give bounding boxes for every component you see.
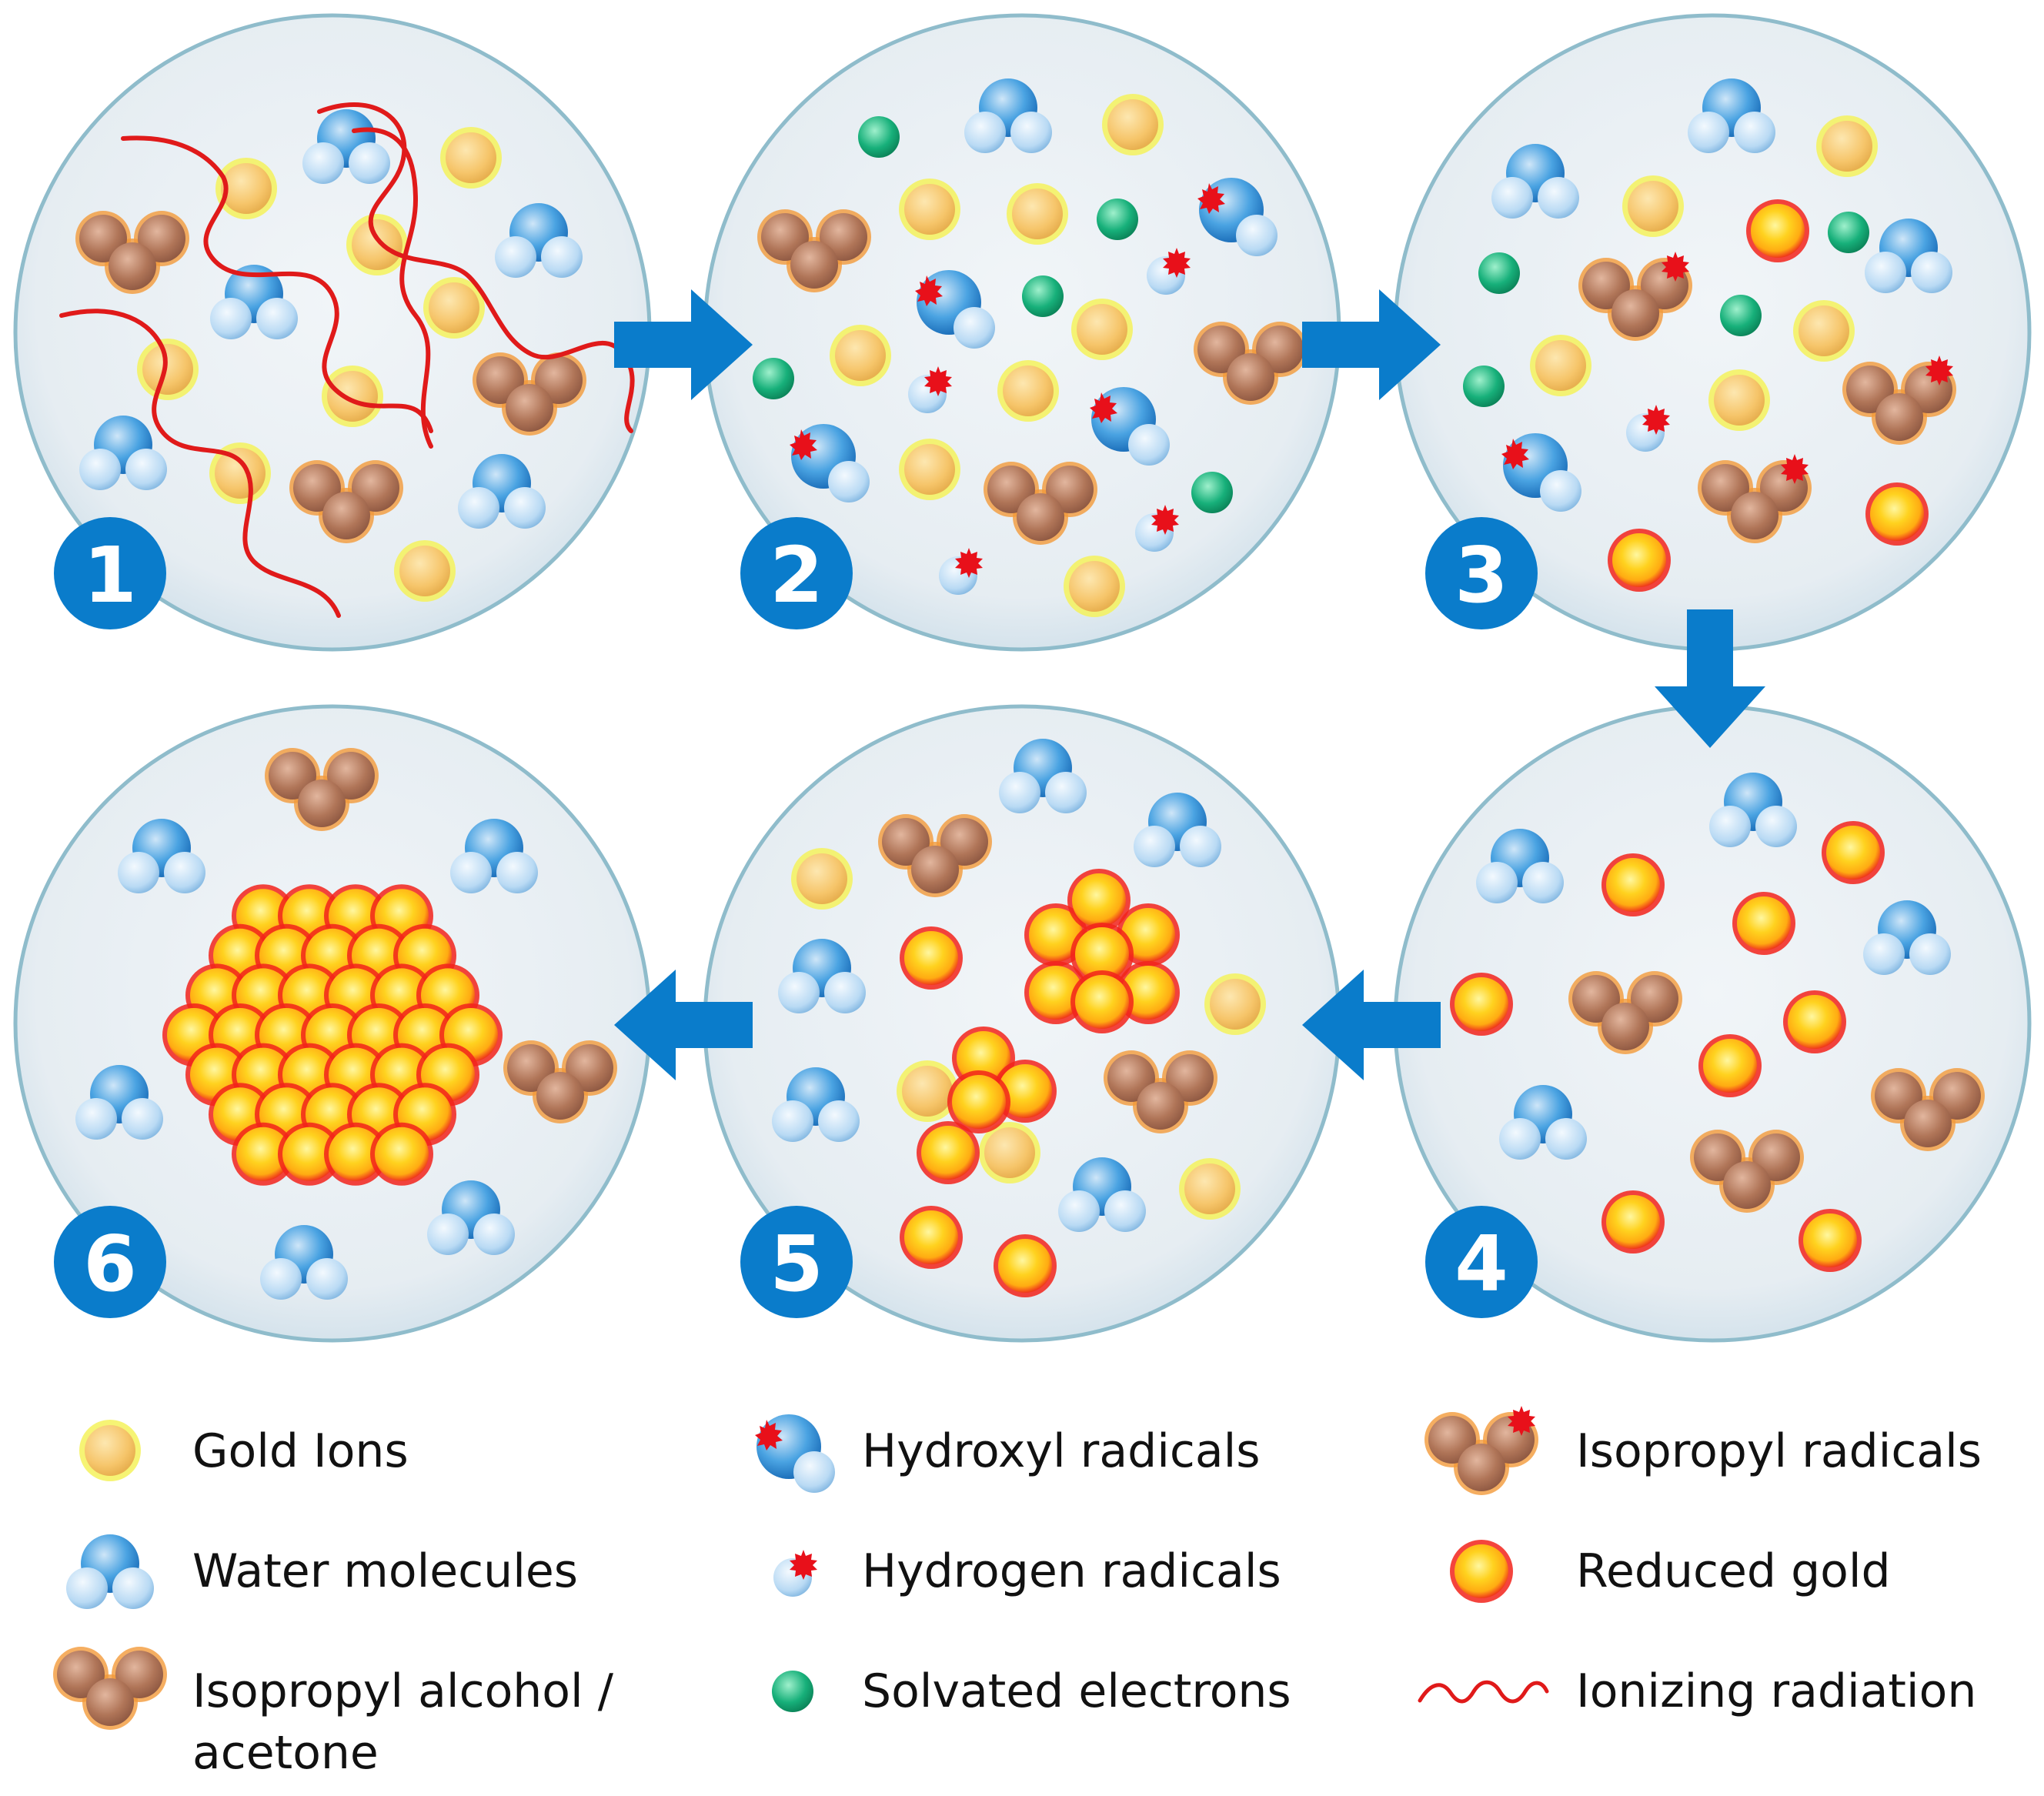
cluster-gold-atom (370, 1122, 433, 1186)
step-number-4: 4 (1455, 1219, 1508, 1309)
legend-label: Gold Ions (192, 1424, 409, 1478)
gold-ion-icon (79, 1420, 141, 1481)
isopropyl-alcohol-icon (53, 1647, 167, 1730)
legend-label: Isopropyl radicals (1576, 1424, 1982, 1478)
legend-hydrogen-radicals: Hydrogen radicals (773, 1544, 1281, 1598)
legend-label: Water molecules (192, 1544, 578, 1598)
legend-solvated-electrons: Solvated electrons (772, 1664, 1291, 1718)
legend-label: Hydroxyl radicals (862, 1424, 1261, 1478)
step-badge-5: 5 (740, 1206, 853, 1318)
step-number-3: 3 (1455, 530, 1508, 620)
isopropyl-radical-icon (1424, 1406, 1538, 1495)
hydroxyl-radical-icon (755, 1414, 835, 1493)
legend-gold-ions: Gold Ions (79, 1420, 409, 1481)
legend-isopropyl-alcohol: Isopropyl alcohol / acetone (53, 1647, 614, 1780)
reduced-gold-icon (1450, 1540, 1513, 1603)
water-molecule-icon (66, 1534, 154, 1609)
ionizing-radiation-icon (1418, 1680, 1549, 1704)
hydrogen-radical-icon (773, 1550, 817, 1597)
step-badge-3: 3 (1425, 517, 1538, 629)
legend-ionizing-radiation: Ionizing radiation (1418, 1664, 1976, 1718)
legend-label: Hydrogen radicals (862, 1544, 1281, 1598)
step-number-5: 5 (770, 1219, 823, 1309)
legend-hydroxyl-radicals: Hydroxyl radicals (755, 1414, 1261, 1493)
legend-label: Ionizing radiation (1576, 1664, 1976, 1718)
step-number-6: 6 (83, 1219, 137, 1309)
legend-label-line2: acetone (192, 1726, 379, 1780)
step-badge-6: 6 (54, 1206, 166, 1318)
legend-label: Isopropyl alcohol / (192, 1664, 614, 1718)
legend-reduced-gold: Reduced gold (1450, 1540, 1891, 1603)
step-badge-4: 4 (1425, 1206, 1538, 1318)
legend-label: Solvated electrons (862, 1664, 1291, 1718)
legend: Gold Ions Water molecules Isopropyl alco… (53, 1406, 1982, 1780)
step-badge-2: 2 (740, 517, 853, 629)
step-number-2: 2 (770, 530, 823, 620)
legend-water-molecules: Water molecules (66, 1534, 578, 1609)
step-badge-1: 1 (54, 517, 166, 629)
solvated-electron-icon (772, 1671, 813, 1712)
legend-isopropyl-radicals: Isopropyl radicals (1424, 1406, 1982, 1495)
legend-label: Reduced gold (1576, 1544, 1891, 1598)
step-number-1: 1 (83, 530, 137, 620)
